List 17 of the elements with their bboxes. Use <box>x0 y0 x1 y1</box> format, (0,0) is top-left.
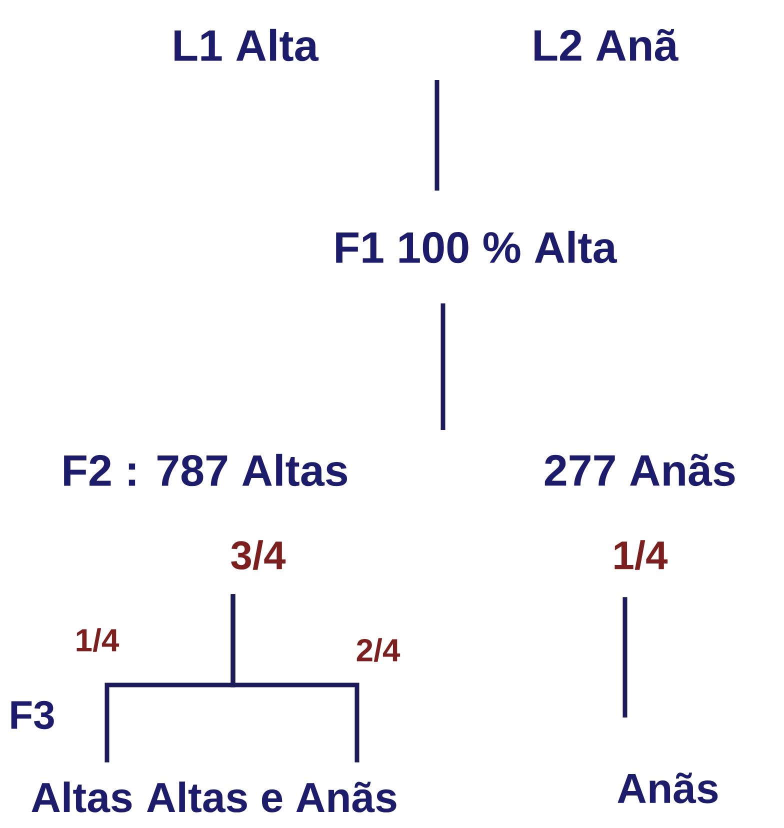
bracket-line <box>230 594 360 762</box>
text-label: F1 100 % Alta <box>336 230 618 264</box>
text-label: Altas <box>32 782 132 812</box>
connector-line <box>434 80 440 191</box>
text-label: 3/4 <box>231 540 286 570</box>
text-label: L2 Anã <box>534 28 678 62</box>
connector-line <box>440 303 446 430</box>
edge-label: 1/4 <box>76 628 120 652</box>
text-label: 277 Anãs <box>544 454 735 486</box>
edge-label: 2/4 <box>356 638 400 662</box>
text-label: L1 Alta <box>174 28 319 62</box>
text-label: F2 : 787 Altas <box>64 454 348 486</box>
text-label: F3 <box>11 700 54 730</box>
text-label: Altas e Anãs <box>147 782 396 812</box>
text-label: Anãs <box>618 772 718 804</box>
connector-line <box>622 597 628 718</box>
text-label: 1/4 <box>614 540 668 570</box>
